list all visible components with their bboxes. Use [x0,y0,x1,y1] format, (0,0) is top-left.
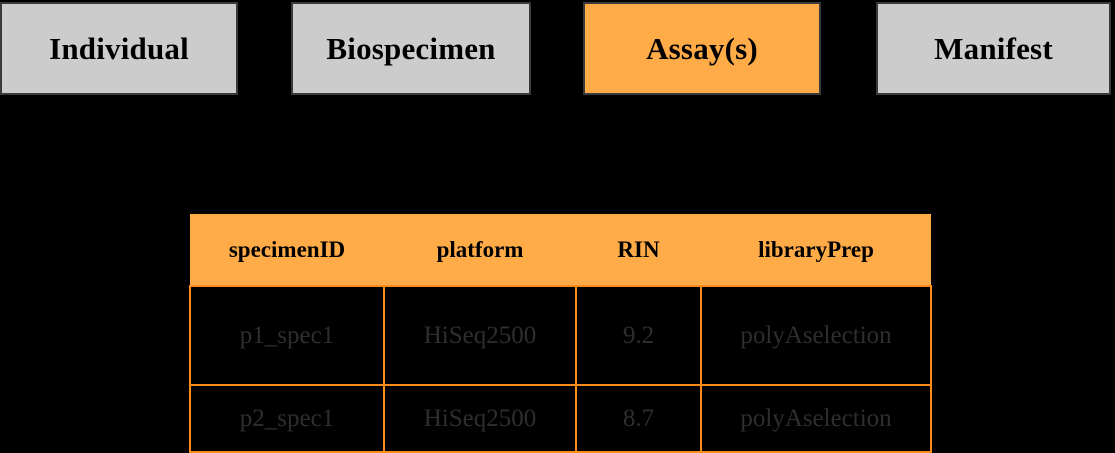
tab-individual-label: Individual [49,30,189,66]
tab-biospecimen[interactable]: Biospecimen [291,2,531,95]
column-header-rin[interactable]: RIN [576,214,701,286]
assay-metadata-table: specimenID platform RIN libraryPrep p1_s… [189,214,932,453]
table-header: specimenID platform RIN libraryPrep [190,214,931,286]
tab-individual[interactable]: Individual [0,2,238,95]
cell-rin: 9.2 [575,285,702,386]
cell-specimenid: p2_spec1 [189,384,385,453]
column-header-platform[interactable]: platform [384,214,576,286]
tab-biospecimen-label: Biospecimen [326,30,496,66]
cell-rin: 8.7 [575,384,702,453]
tab-manifest-label: Manifest [934,30,1053,66]
tab-strip: Individual Biospecimen Assay(s) Manifest [0,0,1115,100]
cell-libraryprep: polyAselection [700,384,932,453]
column-header-libraryprep[interactable]: libraryPrep [701,214,931,286]
cell-platform: HiSeq2500 [383,384,577,453]
cell-libraryprep: polyAselection [700,285,932,386]
tab-assays-label: Assay(s) [646,30,758,66]
column-header-specimenid[interactable]: specimenID [190,214,384,286]
table-header-row: specimenID platform RIN libraryPrep [190,214,931,286]
table-row[interactable]: p1_spec1 HiSeq2500 9.2 polyAselection [189,285,932,386]
tab-manifest[interactable]: Manifest [876,2,1111,95]
table-row[interactable]: p2_spec1 HiSeq2500 8.7 polyAselection [189,384,932,453]
table-body: p1_spec1 HiSeq2500 9.2 polyAselection p2… [189,285,932,453]
cell-platform: HiSeq2500 [383,285,577,386]
cell-specimenid: p1_spec1 [189,285,385,386]
tab-assays[interactable]: Assay(s) [583,2,821,95]
